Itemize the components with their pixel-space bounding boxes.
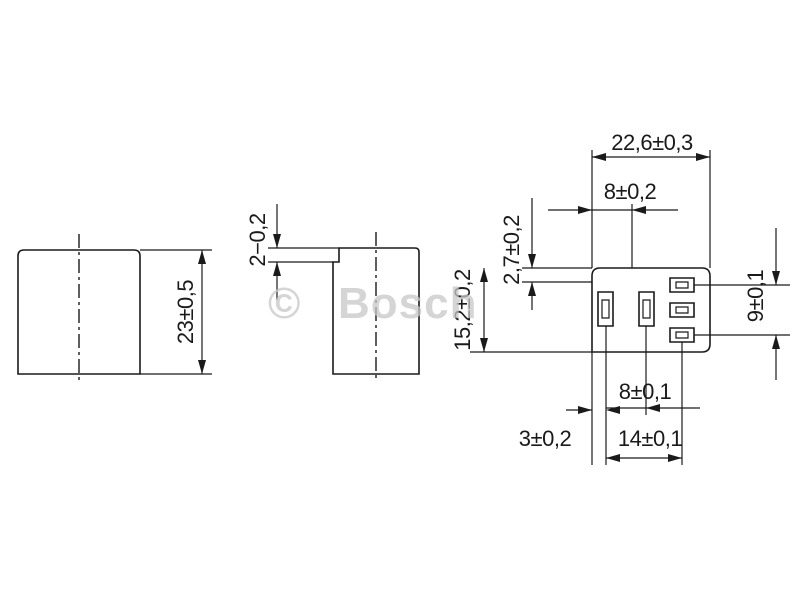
arrowhead bbox=[480, 268, 488, 282]
side-view-1-outline bbox=[17, 249, 141, 375]
pin-view: 22,6±0,3 8±0,2 2,7±0,2 15,2±0,2 9±0,1 bbox=[450, 130, 790, 465]
copyright-symbol: © bbox=[268, 279, 301, 328]
arrowhead bbox=[578, 206, 592, 214]
side-view-2-outline bbox=[332, 247, 420, 375]
arrowhead bbox=[646, 404, 660, 412]
pin-right-top bbox=[669, 277, 695, 293]
arrowhead bbox=[578, 406, 592, 414]
side-view-2: 2−0,2 bbox=[245, 204, 420, 382]
brand-watermark: Bosch bbox=[338, 279, 477, 328]
arrowhead bbox=[592, 153, 606, 161]
arrowhead bbox=[480, 338, 488, 352]
arrowhead bbox=[273, 262, 281, 276]
pin-left bbox=[597, 291, 614, 327]
arrowhead bbox=[696, 153, 710, 161]
dim-width-overall: 22,6±0,3 bbox=[611, 130, 693, 155]
arrowhead bbox=[772, 335, 780, 349]
pin-view-outline bbox=[591, 267, 711, 353]
dim-pin-pitch-vertical: 9±0,1 bbox=[743, 270, 768, 323]
arrowhead bbox=[528, 254, 536, 268]
dim-width-inner: 8±0,2 bbox=[604, 179, 657, 204]
dim-height: 23±0,5 bbox=[173, 280, 198, 344]
pin-middle bbox=[638, 291, 655, 327]
watermark: © Bosch bbox=[268, 279, 477, 328]
dim-pin-pitch-horizontal: 8±0,1 bbox=[619, 379, 672, 404]
dim-body-height: 15,2±0,2 bbox=[450, 269, 475, 351]
dim-pin-span: 14±0,1 bbox=[618, 426, 682, 451]
dim-cap-gap: 2−0,2 bbox=[245, 213, 270, 266]
dim-edge-offset: 3±0,2 bbox=[519, 426, 572, 451]
dim-top-offset: 2,7±0,2 bbox=[499, 215, 524, 285]
arrowhead bbox=[273, 234, 281, 248]
pin-right-middle bbox=[669, 302, 695, 318]
arrowhead bbox=[606, 406, 620, 414]
arrowhead bbox=[606, 454, 620, 462]
side-view-1: 23±0,5 bbox=[17, 234, 212, 380]
arrowhead bbox=[772, 271, 780, 285]
arrowhead bbox=[198, 250, 206, 264]
arrowhead bbox=[198, 360, 206, 374]
arrowhead bbox=[528, 282, 536, 296]
arrowhead bbox=[632, 206, 646, 214]
arrowhead bbox=[668, 454, 682, 462]
pin-right-bottom bbox=[669, 327, 695, 343]
